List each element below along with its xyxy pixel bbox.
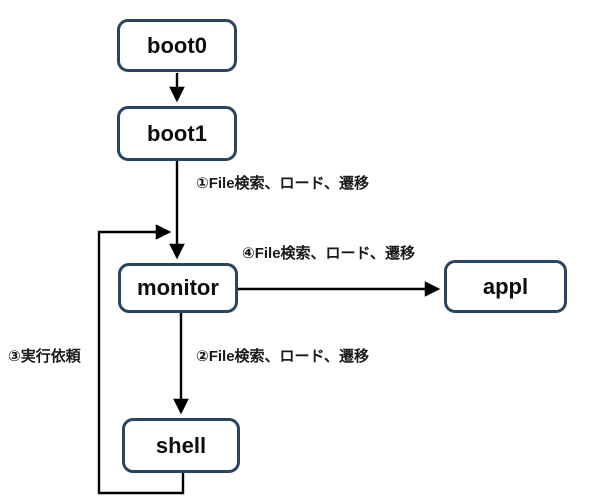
node-appl-label: appl <box>482 273 529 299</box>
node-shell-label: shell <box>155 432 207 458</box>
node-boot0-label: boot0 <box>147 32 207 58</box>
node-shell: shell <box>122 418 240 473</box>
node-boot1: boot1 <box>117 106 237 161</box>
edge-label-step4-file-search-load-transfer: ④File検索、ロード、遷移 <box>242 245 415 262</box>
node-appl: appl <box>444 260 567 313</box>
edge-label-step3-execution-request: ③実行依頼 <box>8 348 81 365</box>
node-boot0: boot0 <box>117 19 237 72</box>
node-monitor: monitor <box>118 263 238 313</box>
edge-label-step1-file-search-load-transfer: ①File検索、ロード、遷移 <box>196 175 369 192</box>
edge-label-step2-file-search-load-transfer: ②File検索、ロード、遷移 <box>196 348 369 365</box>
node-monitor-label: monitor <box>137 275 219 300</box>
node-boot1-label: boot1 <box>147 120 207 146</box>
